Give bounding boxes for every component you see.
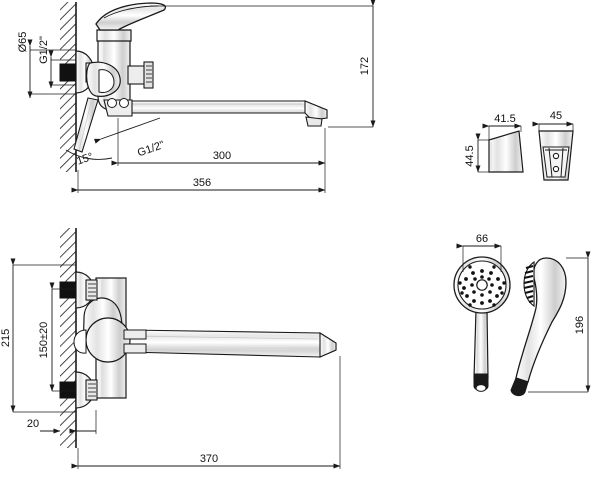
dim-label-356: 356 (193, 177, 211, 189)
dimension-370: 370 (71, 356, 341, 469)
dimension-20: 20 (27, 410, 97, 434)
dim-label-dia65: Ø65 (17, 32, 29, 53)
dimension-66: 66 (456, 233, 502, 272)
mixer-body-bottom (59, 271, 147, 409)
angle-arc-15 (65, 149, 113, 160)
dim-label-thread-inlet: G1/2" (38, 36, 50, 64)
dim-label-20: 20 (27, 418, 39, 430)
dimension-150pm20: 150±20 (38, 282, 76, 392)
dim-label-66: 66 (476, 233, 488, 245)
dimension-41-5: 41.5 (482, 113, 522, 140)
spray-nozzles (458, 265, 506, 307)
dim-label-44-5: 44.5 (464, 145, 476, 166)
dim-label-150pm20: 150±20 (38, 322, 50, 359)
view-bracket-front: 45 (532, 110, 574, 181)
dim-label-196: 196 (574, 316, 586, 334)
dim-label-370: 370 (200, 453, 218, 465)
dim-label-300: 300 (213, 150, 231, 162)
view-bracket-side: 41.5 44.5 (464, 113, 524, 173)
spray-face-side (523, 264, 534, 304)
wall-section-top (60, 2, 77, 172)
view-shower-front: 66 (453, 233, 511, 392)
dimension-45: 45 (532, 110, 574, 132)
spout-top (119, 100, 328, 127)
dimension-196: 196 (528, 251, 591, 393)
dimension-44-5: 44.5 (464, 133, 489, 173)
view-shower-side: 196 (510, 251, 591, 397)
dim-label-172: 172 (359, 57, 371, 75)
mixer-body-top (73, 2, 167, 153)
spout-bottom (127, 329, 337, 358)
dimension-356: 356 (71, 166, 326, 193)
dim-label-41-5: 41.5 (494, 113, 515, 125)
view-side-elevation: Ø65 G1/2" G1/2" 15° 172 300 (17, 0, 376, 193)
dimension-thread-inlet: G1/2" (38, 36, 76, 89)
view-front-elevation: 215 150±20 20 370 (0, 228, 341, 469)
wall-section-bottom (60, 228, 77, 448)
dim-label-215: 215 (0, 329, 12, 347)
dim-label-angle15: 15° (75, 151, 95, 168)
dimension-300: 300 (111, 118, 326, 166)
dimension-215: 215 (0, 258, 76, 413)
dim-label-45: 45 (550, 110, 562, 122)
dimension-172: 172 (150, 0, 376, 128)
dimension-dia65: Ø65 (17, 32, 76, 99)
